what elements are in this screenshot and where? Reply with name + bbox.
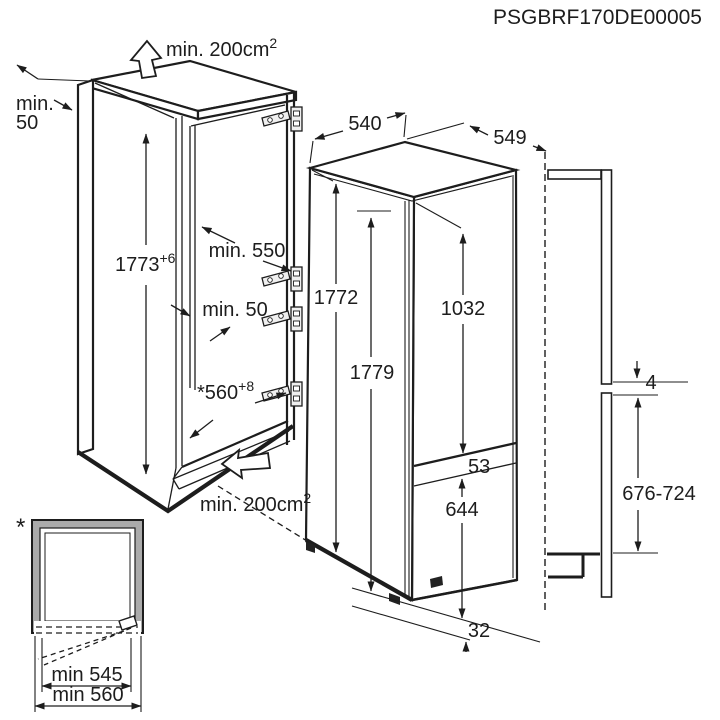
door-open-position: [118, 615, 138, 631]
label-bottom-vent-area: min. 200cm2: [200, 490, 311, 516]
label-panel-gap: 4: [645, 372, 656, 394]
hinge-icon: [261, 106, 303, 132]
label-door-gap: 53: [468, 456, 490, 478]
label-appliance-depth: 549: [493, 127, 526, 149]
label-rear-clearance: min. 50: [202, 299, 268, 321]
appliance-foot: [389, 593, 400, 605]
label-niche-depth: min. 550: [209, 240, 286, 262]
label-niche-height: 1773+6: [115, 250, 176, 276]
niche-cross-section: [31, 519, 144, 712]
label-upper-door-height: 1032: [441, 298, 486, 320]
label-bottom-clearance: 32: [468, 620, 490, 642]
vent-arrow-bottom-icon: [220, 447, 272, 480]
label-section-marker: *: [16, 514, 25, 541]
label-recess-height: 1772: [314, 287, 359, 309]
door-panel-side-view: [544, 152, 688, 610]
appliance-foot: [306, 542, 315, 553]
label-overall-height: 1779: [350, 362, 395, 384]
label-top-clearance-line1: min.: [16, 93, 54, 115]
label-base-depth: *560+8: [197, 378, 254, 404]
cabinet-niche-drawing: [76, 39, 308, 542]
label-lower-door-height: 644: [445, 499, 478, 521]
drawing-title: PSGBRF170DE00005: [493, 6, 702, 29]
hinge-icon: [261, 306, 303, 332]
label-section-inner-width: min 545: [51, 664, 122, 686]
label-appliance-width: 540: [348, 113, 381, 135]
label-top-vent-area: min. 200cm2: [166, 35, 277, 61]
hinge-icon: [261, 266, 303, 292]
vent-arrow-up-icon: [129, 39, 163, 80]
label-lower-panel-height: 676-724: [622, 483, 695, 505]
appliance-drawing: [304, 140, 541, 643]
label-section-outer-width: min 560: [52, 684, 123, 706]
label-top-clearance-line2: 50: [16, 112, 38, 134]
appliance-foot: [430, 576, 443, 588]
dimension-lines: [16, 64, 642, 710]
